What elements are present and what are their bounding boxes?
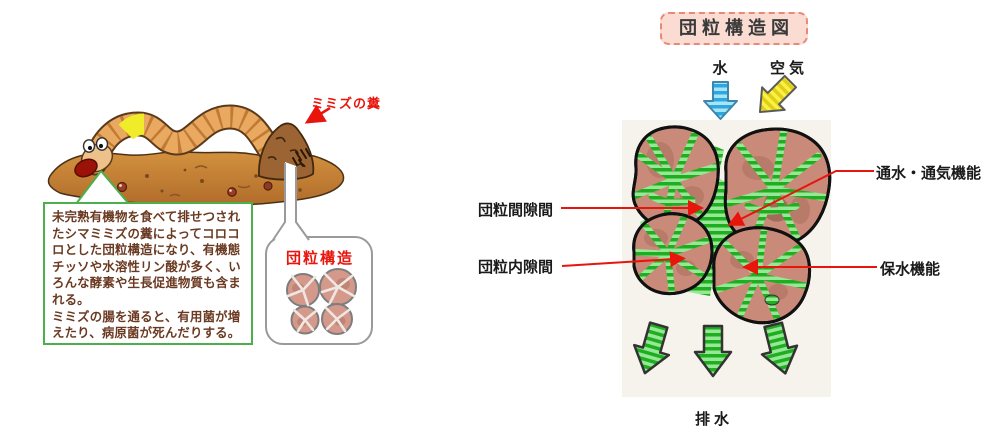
- soil-squiggles: [169, 165, 251, 197]
- label-water-retention-function: 保水機能: [880, 261, 941, 278]
- worm-clitellum: [118, 113, 145, 140]
- castings-label: ミミズの糞: [311, 96, 382, 111]
- aggregate-structure-diagram: [561, 74, 877, 397]
- mini-aggregate-cluster-icon: [286, 268, 357, 335]
- air-label: 空気: [769, 60, 808, 77]
- callout-title: 団粒構造: [285, 250, 354, 267]
- water-label: 水: [712, 60, 728, 77]
- worm-illustration: [47, 104, 373, 345]
- air-arrow-icon: [758, 74, 798, 114]
- aggregate-bottom-left: [632, 212, 714, 296]
- water-arrow-icon: [703, 81, 738, 120]
- worm-mouth: [74, 158, 98, 178]
- worm: [74, 104, 290, 178]
- leader-intra-aggregate: [561, 251, 686, 268]
- soil-pebbles: [116, 181, 273, 197]
- label-inter-aggregate-space: 団粒間隙間: [478, 202, 554, 219]
- castings-mound: [258, 122, 315, 181]
- drainage-label: 排水: [694, 411, 733, 428]
- speech-box-text: 未完熟有機物を食べて排せつされ たシマミミズの糞によってコロコ ロとした団粒構造…: [52, 210, 241, 341]
- soil-specks: [145, 168, 302, 193]
- aggregate-top-right: [723, 127, 832, 248]
- leader-permeability: [727, 170, 874, 226]
- worm-eyes: [82, 137, 109, 153]
- label-intra-aggregate-space: 団粒内隙間: [478, 259, 554, 276]
- castings-arrow-icon: [304, 104, 331, 124]
- leader-lines: [561, 170, 877, 275]
- diagram-title: 団粒構造図: [660, 12, 808, 45]
- label-permeability-function: 通水・通気機能: [876, 165, 982, 182]
- aggregate-bottom-right: [712, 226, 812, 325]
- castings-hatch: [292, 148, 311, 167]
- speech-box: 未完熟有機物を食べて排せつされ たシマミミズの糞によってコロコ ロとした団粒構造…: [43, 202, 253, 345]
- speech-box-tail: [75, 170, 130, 205]
